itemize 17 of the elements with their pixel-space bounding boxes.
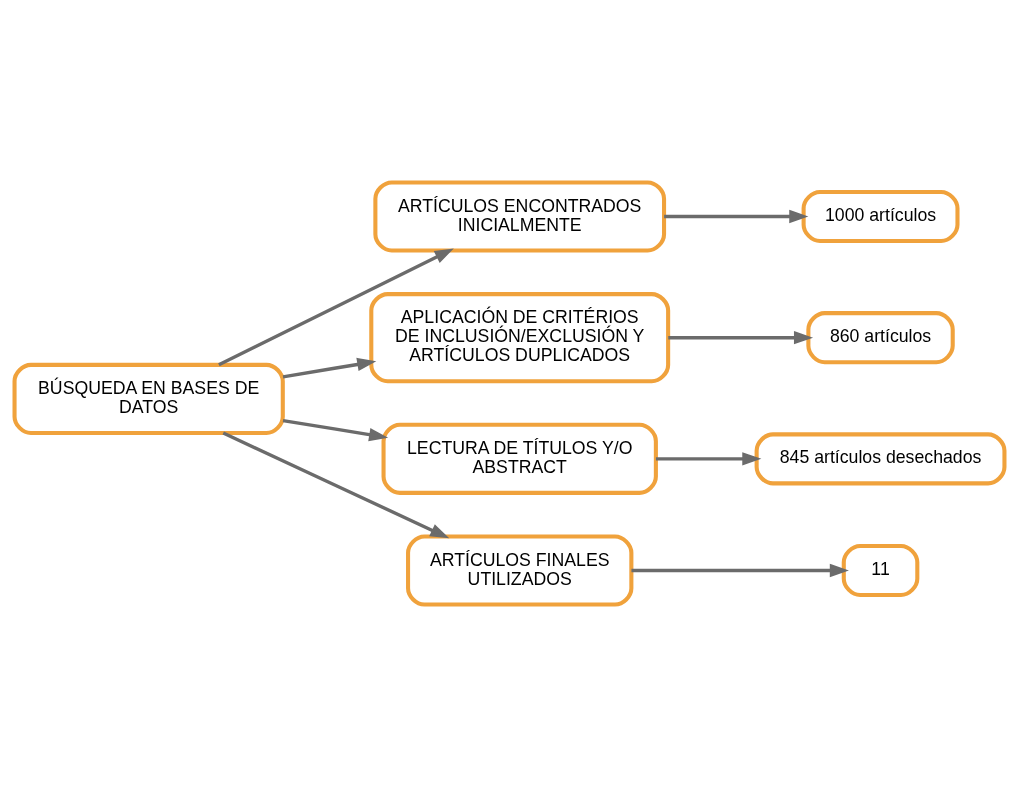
node-box: BÚSQUEDA EN BASES DE DATOS (12, 362, 285, 436)
node-box: 11 (841, 543, 920, 598)
node-box: ARTÍCULOS FINALES UTILIZADOS (406, 534, 634, 607)
node-box: 845 artículos desechados (754, 432, 1007, 486)
arrow (655, 452, 762, 466)
node-box: LECTURA DE TÍTULOS Y/O ABSTRACT (381, 422, 658, 495)
node-box: 1000 artículos (801, 189, 960, 244)
arrow (282, 357, 377, 379)
arrow (282, 418, 389, 442)
arrow (222, 431, 450, 539)
node-box: APLICACIÓN DE CRITÉRIOS DE INCLUSIÓN/EXCLUSIÓN Y ARTÍCULOS DUPLICADOS (369, 292, 671, 384)
arrow (664, 209, 809, 224)
arrow (631, 563, 849, 578)
node-box: ARTÍCULOS ENCONTRADOS INICIALMENTE (373, 180, 667, 253)
node-box: 860 artículos (806, 311, 955, 365)
arrow (218, 248, 454, 367)
arrow (668, 331, 814, 345)
